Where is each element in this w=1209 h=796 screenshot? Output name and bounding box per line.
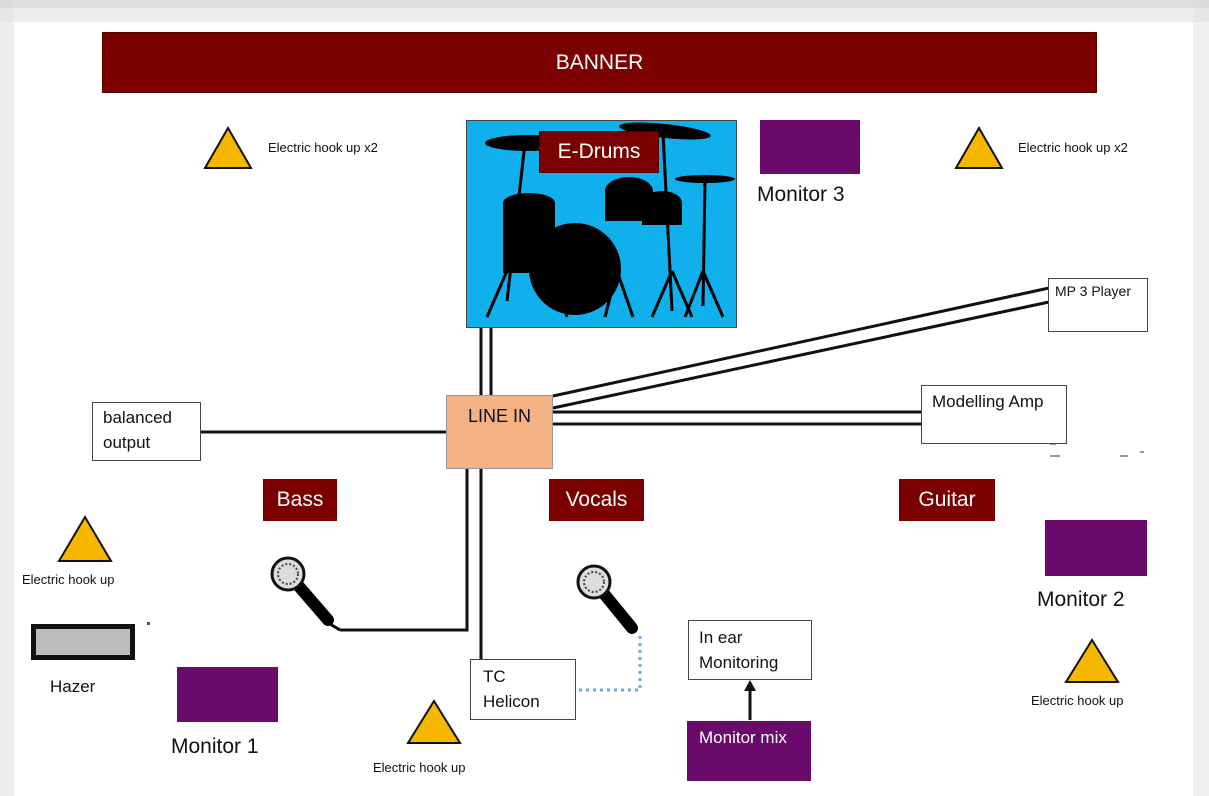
hazer bbox=[31, 624, 135, 660]
hazer-corner-mark bbox=[147, 622, 150, 625]
monitor-1 bbox=[177, 667, 278, 722]
warning-triangle-icon bbox=[203, 125, 253, 169]
drums-area: E-Drums bbox=[466, 120, 737, 328]
vocals-label: Vocals bbox=[549, 479, 644, 521]
drum-kit-icon bbox=[485, 122, 735, 318]
electric-label-left: Electric hook up bbox=[22, 572, 115, 587]
monitor-1-label: Monitor 1 bbox=[171, 735, 259, 758]
electric-label-right: Electric hook up bbox=[1031, 693, 1124, 708]
electric-label-bottom: Electric hook up bbox=[373, 760, 466, 775]
line-in-box: LINE IN bbox=[446, 395, 553, 469]
microphone-icon bbox=[576, 564, 638, 634]
hazer-label: Hazer bbox=[50, 677, 96, 696]
mp3-player-box: MP 3 Player bbox=[1048, 278, 1148, 332]
balanced-output-box: balanced output bbox=[92, 402, 201, 461]
guitar-label: Guitar bbox=[899, 479, 995, 521]
arrow-head bbox=[744, 680, 756, 691]
warning-triangle-icon bbox=[57, 515, 113, 562]
banner: BANNER bbox=[102, 32, 1097, 93]
in-ear-monitoring-box: In ear Monitoring bbox=[688, 620, 812, 680]
tc-helicon-box: TC Helicon bbox=[470, 659, 576, 720]
cable-mp3-b bbox=[552, 300, 1050, 410]
warning-triangle-icon bbox=[954, 125, 1004, 169]
electric-label-top-right: Electric hook up x2 bbox=[1018, 140, 1128, 155]
cable-mp3-a bbox=[552, 286, 1050, 398]
monitor-3 bbox=[760, 120, 860, 174]
electric-label-top-left: Electric hook up x2 bbox=[268, 140, 378, 155]
monitor-2 bbox=[1045, 520, 1147, 576]
e-drums-label: E-Drums bbox=[539, 131, 659, 173]
warning-triangle-icon bbox=[406, 699, 462, 744]
modelling-amp-box: Modelling Amp bbox=[921, 385, 1067, 444]
monitor-mix-box: Monitor mix bbox=[687, 721, 811, 781]
monitor-2-label: Monitor 2 bbox=[1037, 588, 1125, 611]
warning-triangle-icon bbox=[1064, 638, 1120, 683]
monitor-3-label: Monitor 3 bbox=[757, 183, 845, 206]
microphone-icon bbox=[270, 556, 341, 632]
cable-bass-mic bbox=[340, 468, 469, 632]
bass-label: Bass bbox=[263, 479, 337, 521]
cable-vocal-dotted bbox=[576, 636, 642, 692]
